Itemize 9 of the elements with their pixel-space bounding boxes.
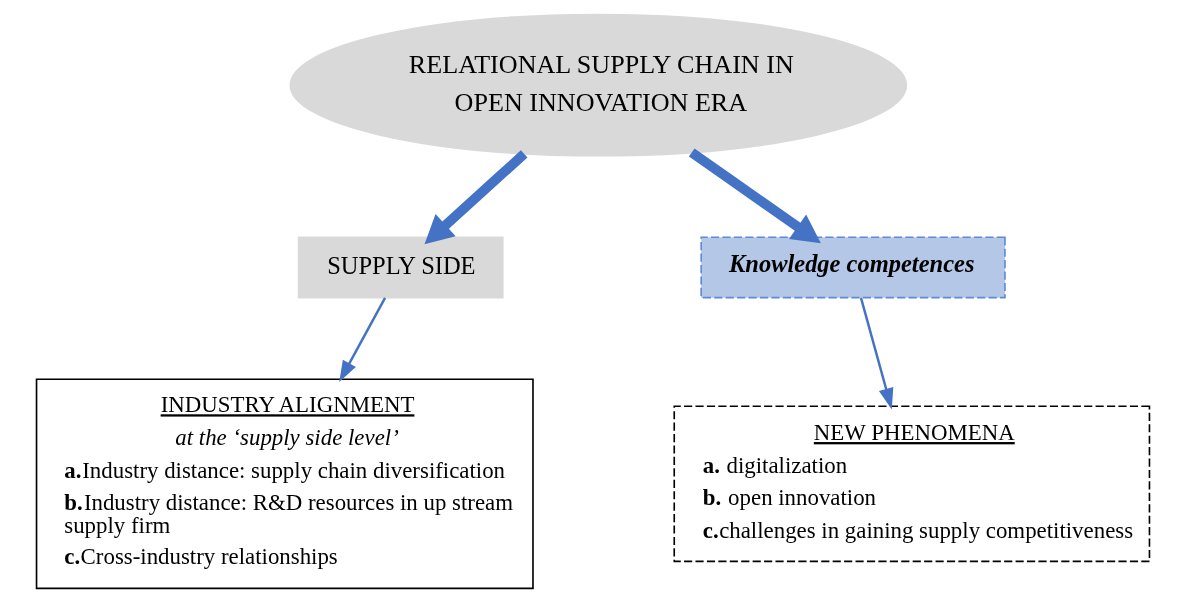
node-box: NEW PHENOMENA a. digitalization b. open innovation c.challenges in gaining supply competitiveness — [673, 405, 1151, 563]
arrow — [688, 148, 821, 244]
node-ellipse: RELATIONAL SUPPLY CHAIN IN OPEN INNOVATION ERA — [289, 13, 908, 157]
arrow — [339, 297, 387, 383]
node-box: INDUSTRY ALIGNMENT at the ‘supply side level’ a.Industry distance: supply chain diversification b.Industry distance: R&D resources in up stream supply firm c.Cross-industry relationships — [35, 378, 534, 590]
arrow — [424, 150, 528, 245]
node-box: Knowledge competences — [700, 236, 1006, 299]
node-box: SUPPLY SIDE — [297, 236, 504, 299]
arrow — [859, 297, 894, 410]
